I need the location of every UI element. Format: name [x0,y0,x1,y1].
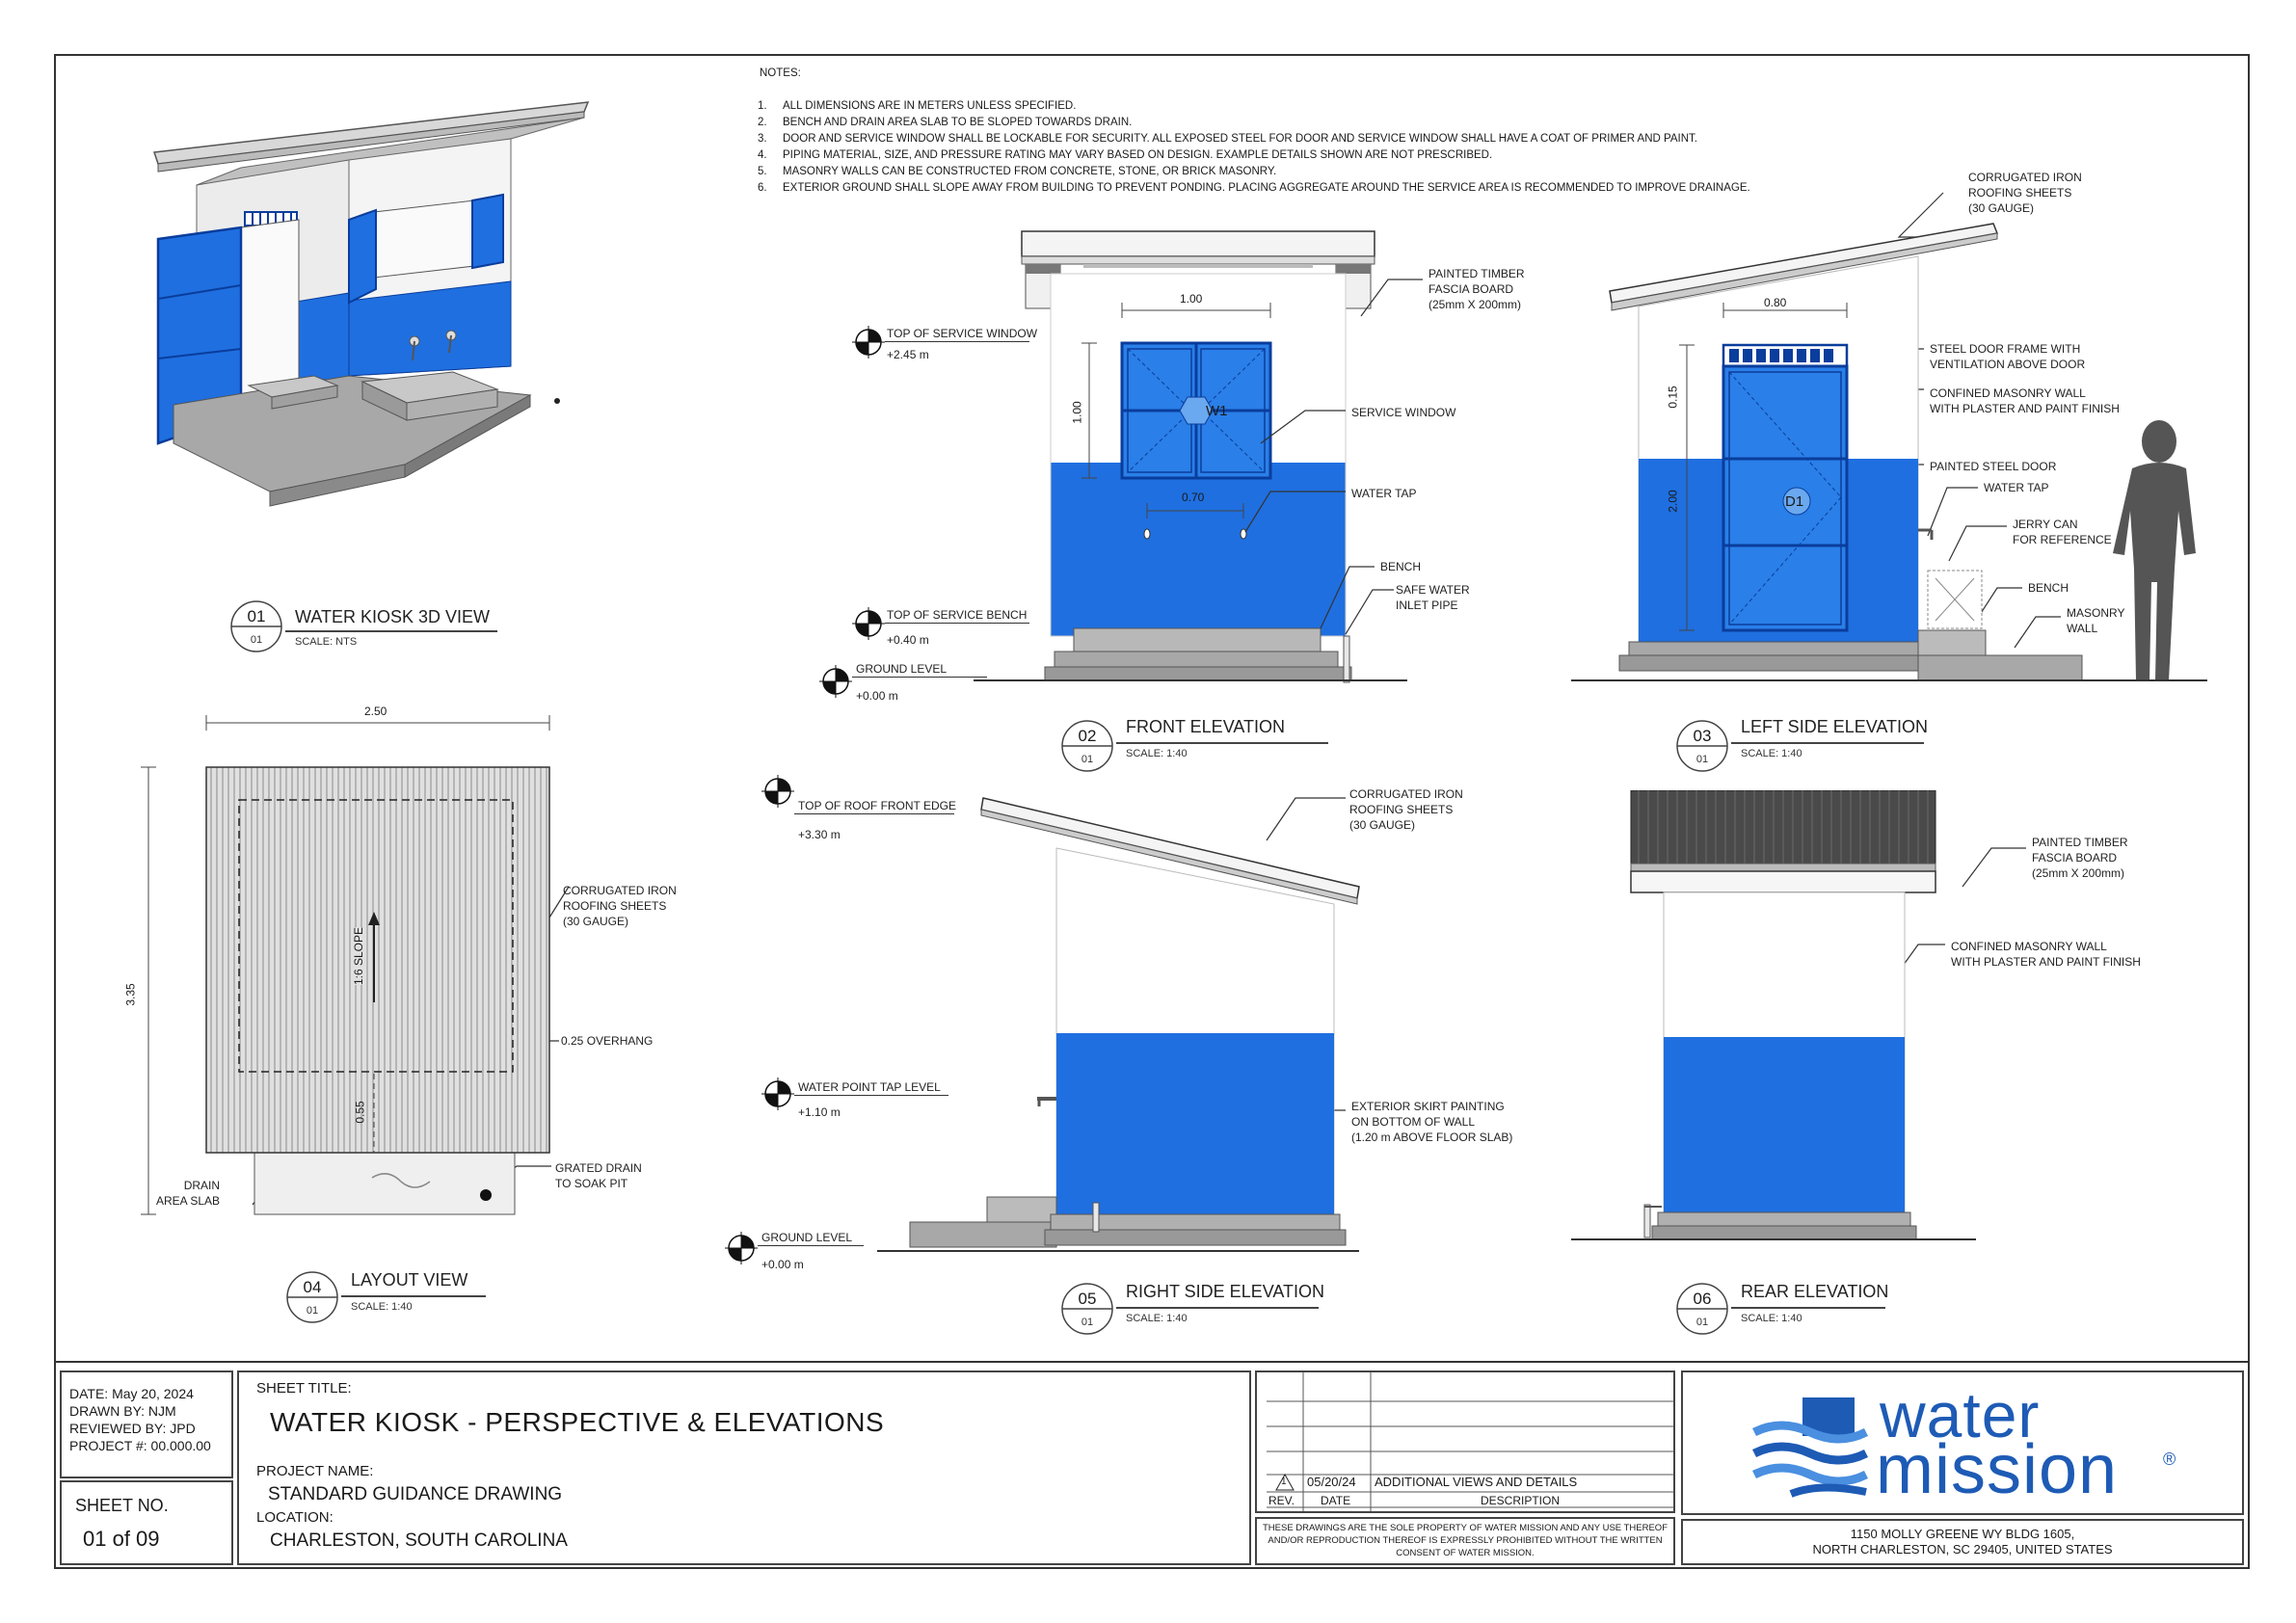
notes-title: NOTES: [760,67,801,79]
logo-line2: mission [1876,1431,2119,1508]
layout-callout-drain-slab: DRAIN AREA SLAB [156,1179,221,1208]
note-number: 1. [758,100,767,112]
titleblock-divider [54,1361,2250,1363]
view-sheet: 01 [250,634,263,646]
front-callout-bench: BENCH [1380,560,1422,573]
layout-callout-overhang: 0.25 OVERHANG [561,1034,654,1048]
view-number: 01 [247,607,266,625]
left-callout-masonry: MASONRY WALL [2067,606,2125,635]
tb-sheet-no: SHEET NO. 01 of 09 [60,1480,233,1565]
door-tag: D1 [1785,493,1804,510]
left-callout-frame: STEEL DOOR FRAME WITH VENTILATION ABOVE … [1930,342,2086,371]
left-dim-top: 0.15 [1666,386,1680,409]
window-tag: W1 [1206,403,1228,419]
note-number: 6. [758,182,767,194]
water-mission-logo-icon [1752,1397,1868,1498]
logo-line1: water [1880,1379,2041,1450]
tb-sheet-title: SHEET TITLE: WATER KIOSK - PERSPECTIVE &… [237,1370,1251,1565]
rear-callout-wall: CONFINED MASONRY WALL WITH PLASTER AND P… [1951,940,2141,969]
right-side-elevation [877,797,1360,1252]
left-dim-height: 2.00 [1666,490,1680,513]
left-dim-door-width: 0.80 [1764,296,1787,309]
note-text: EXTERIOR GROUND SHALL SLOPE AWAY FROM BU… [783,182,1750,194]
right-callout-skirt: EXTERIOR SKIRT PAINTING ON BOTTOM OF WAL… [1351,1100,1513,1144]
rear-callout-fascia: PAINTED TIMBER FASCIA BOARD (25mm X 200m… [2032,836,2128,880]
kiosk-3d-view [152,101,590,507]
front-callout-service-window: SERVICE WINDOW [1351,406,1456,419]
layout-callout-roof: CORRUGATED IRON ROOFING SHEETS (30 GAUGE… [563,884,677,928]
note-text: PIPING MATERIAL, SIZE, AND PRESSURE RATI… [783,149,1493,161]
left-callout-roof: CORRUGATED IRON ROOFING SHEETS (30 GAUGE… [1968,171,2082,215]
logo-reg: ® [2163,1450,2176,1469]
layout-dim-depth: 3.35 [123,983,138,1006]
note-number: 2. [758,117,767,128]
front-callout-inlet: SAFE WATER INLET PIPE [1396,583,1470,612]
note-text: DOOR AND SERVICE WINDOW SHALL BE LOCKABL… [783,133,1697,145]
note-text: BENCH AND DRAIN AREA SLAB TO BE SLOPED T… [783,117,1133,128]
front-dim-taps: 0.70 [1182,491,1205,504]
layout-view [141,715,550,1215]
tb-info: DATE: May 20, 2024 DRAWN BY: NJM REVIEWE… [60,1370,233,1478]
front-elevation [974,230,1407,683]
layout-callout-grated: GRATED DRAIN TO SOAK PIT [555,1161,642,1190]
left-callout-wall: CONFINED MASONRY WALL WITH PLASTER AND P… [1930,386,2120,415]
tb-logo: water mission ® [1681,1370,2244,1515]
view-title: WATER KIOSK 3D VIEW [295,607,491,626]
tb-revisions: 1 05/20/24 ADDITIONAL VIEWS AND DETAILS … [1255,1370,1675,1513]
layout-dim-drain: 0.55 [353,1101,367,1124]
view-scale: SCALE: NTS [295,636,358,648]
note-text: ALL DIMENSIONS ARE IN METERS UNLESS SPEC… [783,100,1077,112]
left-callout-jerry: JERRY CAN FOR REFERENCE [2013,518,2112,546]
left-callout-bench: BENCH [2028,581,2069,595]
note-number: 4. [758,149,767,161]
front-callout-water-tap: WATER TAP [1351,487,1417,500]
right-callout-roof: CORRUGATED IRON ROOFING SHEETS (30 GAUGE… [1349,787,1463,832]
tb-property: THESE DRAWINGS ARE THE SOLE PROPERTY OF … [1255,1517,1675,1565]
rear-elevation [1571,790,1976,1240]
note-number: 3. [758,133,767,145]
layout-dim-width: 2.50 [364,705,387,718]
layout-slope: 1:6 SLOPE [351,926,367,986]
left-callout-tap: WATER TAP [1984,481,2049,494]
left-side-elevation [1571,223,2207,681]
front-dim-width: 1.00 [1180,292,1203,306]
sheet-border [54,54,2250,1569]
front-callout-fascia: PAINTED TIMBER FASCIA BOARD (25mm X 200m… [1428,267,1525,311]
tb-address: 1150 MOLLY GREENE WY BLDG 1605, NORTH CH… [1681,1519,2244,1565]
note-text: MASONRY WALLS CAN BE CONSTRUCTED FROM CO… [783,166,1277,177]
note-number: 5. [758,166,767,177]
left-callout-door: PAINTED STEEL DOOR [1930,460,2057,473]
